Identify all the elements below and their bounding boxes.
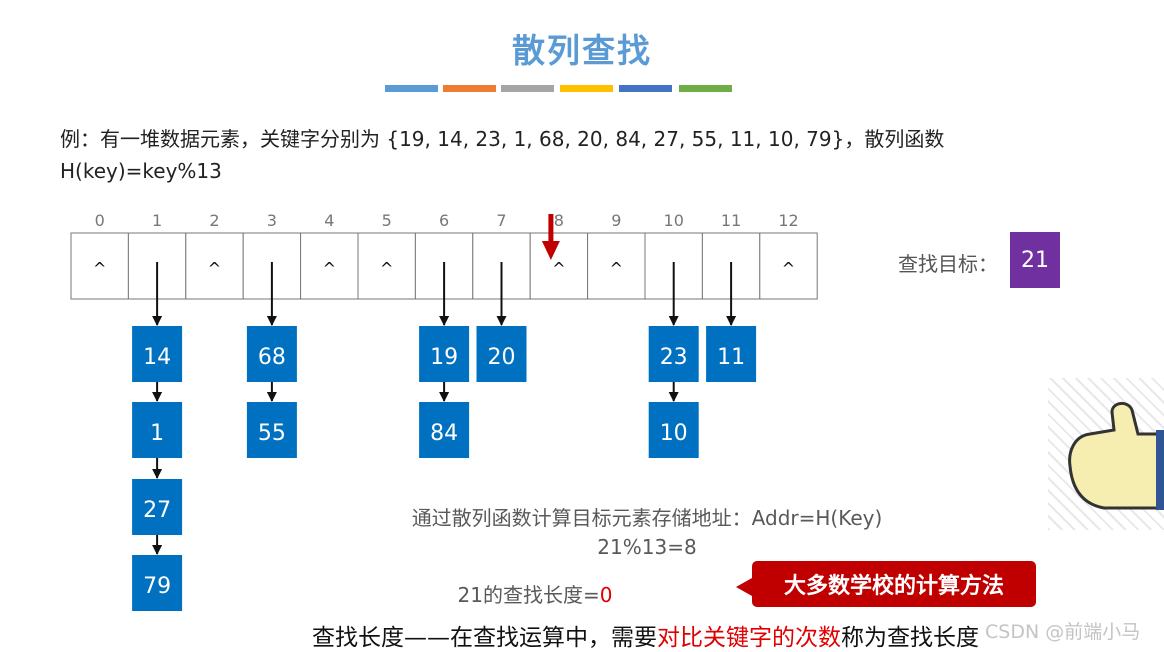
chain-node-value: 11 — [717, 345, 745, 370]
pointing-hand-icon — [1068, 400, 1164, 512]
calc-line-1: 通过散列函数计算目标元素存储地址：Addr=H(Key) — [340, 502, 954, 531]
slot-index-label: 4 — [324, 211, 334, 230]
slot-index-label: 2 — [209, 211, 219, 230]
null-pointer-mark: ^ — [380, 259, 393, 278]
slot-index-label: 10 — [664, 211, 684, 230]
null-pointer-mark: ^ — [610, 259, 623, 278]
slot-index-label: 9 — [611, 211, 621, 230]
callout-pointer — [736, 578, 752, 596]
null-pointer-mark: ^ — [208, 259, 221, 278]
calc-line-2: 21%13=8 — [340, 535, 954, 559]
target-value-box: 21 — [1010, 232, 1060, 288]
slot-index-label: 0 — [95, 211, 105, 230]
slot-index-label: 12 — [778, 211, 798, 230]
definition-suffix: 称为查找长度 — [841, 625, 979, 651]
chain-node-value: 1 — [150, 421, 164, 446]
chain-node-value: 27 — [143, 498, 171, 523]
callout-badge: 大多数学校的计算方法 — [752, 561, 1036, 607]
search-length-label: 21的查找长度= — [458, 583, 600, 607]
search-length-value: 0 — [600, 583, 613, 607]
slot-index-label: 11 — [721, 211, 741, 230]
chain-node-value: 23 — [660, 345, 688, 370]
null-pointer-mark: ^ — [93, 259, 106, 278]
chain-node-value: 79 — [143, 574, 171, 599]
null-pointer-mark: ^ — [323, 259, 336, 278]
chain-node-value: 19 — [430, 345, 458, 370]
slot-index-label: 1 — [152, 211, 162, 230]
null-pointer-mark: ^ — [552, 259, 565, 278]
slot-index-label: 3 — [267, 211, 277, 230]
chain-node-value: 10 — [660, 421, 688, 446]
chain-node-value: 84 — [430, 421, 458, 446]
null-pointer-mark: ^ — [782, 259, 795, 278]
slot-index-label: 7 — [496, 211, 506, 230]
watermark: CSDN @前端小马 — [985, 617, 1140, 644]
slot-index-label: 8 — [554, 211, 564, 230]
chain-node-value: 14 — [143, 345, 171, 370]
chain-node-value: 68 — [258, 345, 286, 370]
slot-index-label: 6 — [439, 211, 449, 230]
chain-node-value: 20 — [488, 345, 516, 370]
definition-prefix: 查找长度——在查找运算中，需要 — [312, 625, 657, 651]
definition-highlight: 对比关键字的次数 — [657, 625, 841, 651]
target-label: 查找目标： — [898, 248, 998, 277]
slot-index-label: 5 — [382, 211, 392, 230]
calc-line-3: 21的查找长度=0 — [300, 579, 770, 608]
search-pointer-shaft — [548, 214, 553, 244]
chain-node-value: 55 — [258, 421, 286, 446]
